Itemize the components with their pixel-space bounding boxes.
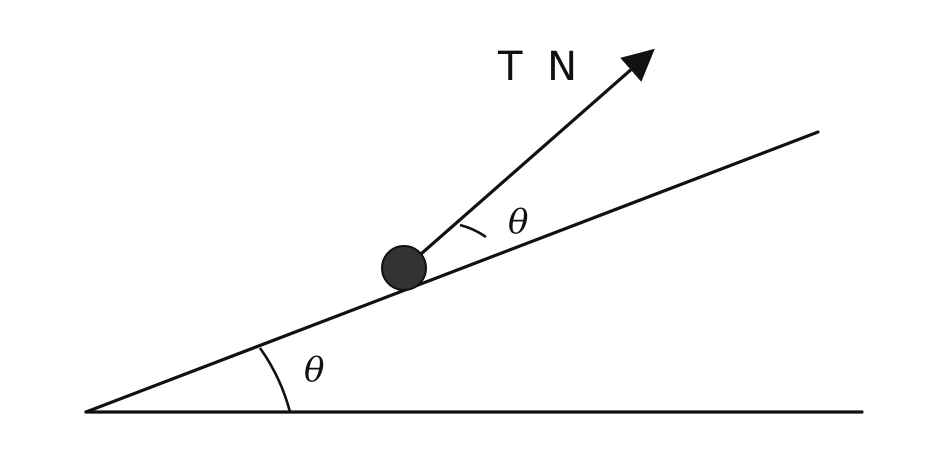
base-angle-arc xyxy=(258,347,292,413)
force-arrow xyxy=(403,48,655,270)
force-label: T N xyxy=(497,44,583,90)
base-angle-label: θ xyxy=(304,350,324,390)
ball-angle-label: θ xyxy=(508,202,528,242)
ball xyxy=(381,245,427,291)
ball-angle-arc xyxy=(459,223,487,239)
incline-line xyxy=(84,130,820,414)
